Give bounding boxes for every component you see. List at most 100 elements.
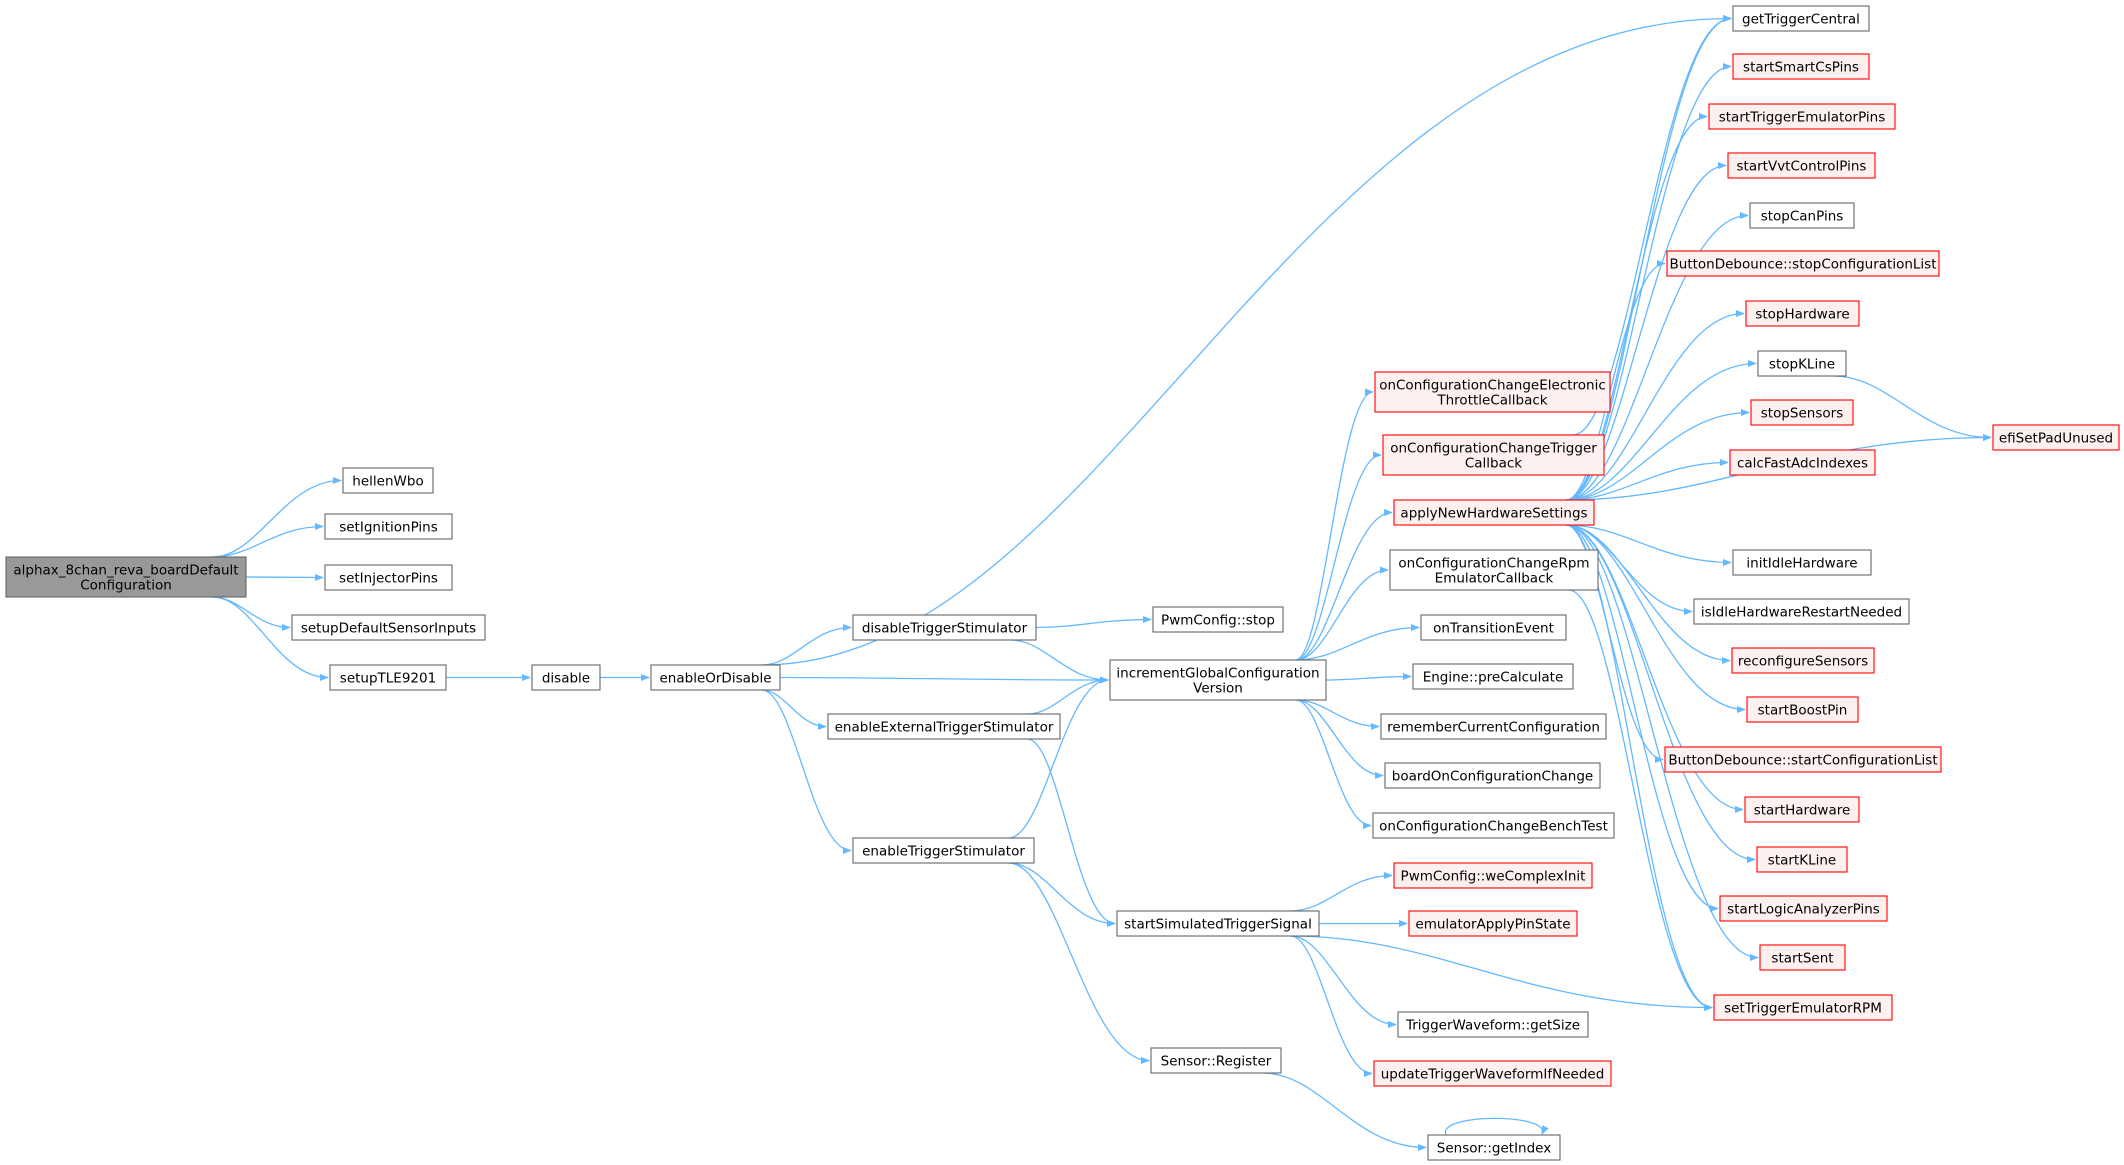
edge-applyNewHardwareSettings-to-startSent [1565, 524, 1759, 962]
node-onConfigurationChangeBenchTest-label-0: onConfigurationChangeBenchTest [1379, 819, 1608, 835]
node-rememberCurrentConfiguration[interactable]: rememberCurrentConfiguration [1380, 713, 1607, 740]
node-calcFastAdcIndexes-label-0: calcFastAdcIndexes [1737, 456, 1868, 472]
node-boardOnConfigurationChange[interactable]: boardOnConfigurationChange [1384, 762, 1601, 789]
node-startBoostPin-box [1746, 696, 1859, 723]
node-setupTLE9201[interactable]: setupTLE9201 [329, 664, 447, 691]
node-enableOrDisable-box [650, 664, 781, 691]
node-hellenWbo[interactable]: hellenWbo [342, 467, 434, 494]
edge-enableOrDisable-to-enableTriggerStimulator [761, 689, 852, 855]
node-buttonStartConfigurationList-box [1664, 746, 1942, 773]
edge-applyNewHardwareSettings-to-startVvtControlPins [1565, 161, 1727, 501]
node-reconfigureSensors[interactable]: reconfigureSensors [1731, 647, 1875, 674]
node-isIdleHardwareRestartNeeded[interactable]: isIdleHardwareRestartNeeded [1693, 598, 1910, 625]
node-triggerWaveformGetSize[interactable]: TriggerWaveform::getSize [1397, 1011, 1589, 1038]
edge-incrementGlobalConfigurationVersion-to-onConfigurationChangeTriggerCallback [1295, 451, 1382, 661]
node-applyNewHardwareSettings[interactable]: applyNewHardwareSettings [1393, 499, 1595, 526]
node-getTriggerCentral[interactable]: getTriggerCentral [1732, 5, 1870, 32]
node-emulatorApplyPinState[interactable]: emulatorApplyPinState [1408, 910, 1578, 937]
node-startHardware[interactable]: startHardware [1744, 796, 1860, 823]
node-sensorGetIndex[interactable]: Sensor::getIndex [1427, 1134, 1561, 1161]
node-startLogicAnalyzerPins[interactable]: startLogicAnalyzerPins [1719, 895, 1888, 922]
node-root-box [5, 556, 247, 598]
node-root: alphax_8chan_reva_boardDefaultConfigurat… [5, 556, 247, 598]
edge-incrementGlobalConfigurationVersion-to-onConfigurationChangeElectronicThrottleCallback [1295, 388, 1374, 661]
node-onConfigurationChangeTriggerCallback-box [1382, 434, 1605, 476]
node-onTransitionEvent-label-0: onTransitionEvent [1433, 621, 1554, 637]
node-setupDefaultSensorInputs-box [291, 614, 486, 641]
node-setTriggerEmulatorRPM-label-0: setTriggerEmulatorRPM [1724, 1001, 1882, 1017]
node-emulatorApplyPinState-box [1408, 910, 1578, 937]
node-setTriggerEmulatorRPM[interactable]: setTriggerEmulatorRPM [1713, 994, 1893, 1021]
node-getTriggerCentral-box [1732, 5, 1870, 32]
node-startLogicAnalyzerPins-label-0: startLogicAnalyzerPins [1727, 902, 1880, 918]
node-startLogicAnalyzerPins-box [1719, 895, 1888, 922]
node-startSimulatedTriggerSignal[interactable]: startSimulatedTriggerSignal [1116, 910, 1320, 937]
node-updateTriggerWaveformIfNeeded[interactable]: updateTriggerWaveformIfNeeded [1373, 1060, 1612, 1087]
node-onConfigurationChangeElectronicThrottleCallback-label-0: onConfigurationChangeElectronic [1379, 378, 1606, 394]
edge-incrementGlobalConfigurationVersion-to-onTransitionEvent [1295, 623, 1420, 661]
node-startSmartCsPins-label-0: startSmartCsPins [1743, 60, 1859, 76]
call-nodes: alphax_8chan_reva_boardDefaultConfigurat… [5, 5, 2120, 1161]
edge-incrementGlobalConfigurationVersion-to-boardOnConfigurationChange [1295, 699, 1384, 780]
node-onConfigurationChangeBenchTest[interactable]: onConfigurationChangeBenchTest [1372, 812, 1615, 839]
node-startSmartCsPins[interactable]: startSmartCsPins [1732, 53, 1870, 80]
edge-stopKLine-to-efiSetPadUnused [1833, 375, 1992, 442]
node-startKLine-label-0: startKLine [1768, 853, 1836, 869]
node-sensorRegister[interactable]: Sensor::Register [1150, 1047, 1282, 1074]
node-startKLine[interactable]: startKLine [1756, 846, 1848, 873]
node-triggerWaveformGetSize-label-0: TriggerWaveform::getSize [1405, 1018, 1580, 1034]
node-startSent[interactable]: startSent [1759, 944, 1846, 971]
node-stopHardware[interactable]: stopHardware [1745, 300, 1860, 327]
node-pwmWeComplexInit[interactable]: PwmConfig::weComplexInit [1393, 862, 1593, 889]
edge-sensorRegister-to-sensorGetIndex [1262, 1072, 1427, 1152]
node-sensorRegister-box [1150, 1047, 1282, 1074]
node-setIgnitionPins[interactable]: setIgnitionPins [324, 513, 453, 540]
node-buttonStopConfigurationList-label-0: ButtonDebounce::stopConfigurationList [1670, 257, 1937, 273]
node-onConfigurationChangeElectronicThrottleCallback-label-1: ThrottleCallback [1436, 393, 1547, 409]
node-enableOrDisable[interactable]: enableOrDisable [650, 664, 781, 691]
node-disableTriggerStimulator[interactable]: disableTriggerStimulator [852, 614, 1037, 641]
node-enginePreCalculate[interactable]: Engine::preCalculate [1412, 663, 1574, 690]
node-startTriggerEmulatorPins[interactable]: startTriggerEmulatorPins [1708, 103, 1896, 130]
node-initIdleHardware[interactable]: initIdleHardware [1732, 549, 1872, 576]
node-enableExternalTriggerStimulator[interactable]: enableExternalTriggerStimulator [827, 713, 1061, 740]
node-onConfigurationChangeElectronicThrottleCallback[interactable]: onConfigurationChangeElectronicThrottleC… [1374, 371, 1611, 413]
edge-incrementGlobalConfigurationVersion-to-enginePreCalculate [1325, 672, 1412, 681]
node-setInjectorPins[interactable]: setInjectorPins [324, 564, 453, 591]
node-updateTriggerWaveformIfNeeded-box [1373, 1060, 1612, 1087]
node-startVvtControlPins[interactable]: startVvtControlPins [1727, 152, 1876, 179]
node-onTransitionEvent[interactable]: onTransitionEvent [1420, 614, 1567, 641]
node-disableTriggerStimulator-label-0: disableTriggerStimulator [862, 621, 1028, 637]
edge-enableOrDisable-to-incrementGlobalConfigurationVersion [779, 676, 1109, 684]
node-stopSensors[interactable]: stopSensors [1750, 399, 1854, 426]
node-startSimulatedTriggerSignal-box [1116, 910, 1320, 937]
node-efiSetPadUnused[interactable]: efiSetPadUnused [1992, 424, 2120, 451]
node-buttonStartConfigurationList[interactable]: ButtonDebounce::startConfigurationList [1664, 746, 1942, 773]
edge-applyNewHardwareSettings-to-reconfigureSensors [1565, 524, 1731, 665]
node-buttonStopConfigurationList[interactable]: ButtonDebounce::stopConfigurationList [1666, 250, 1940, 277]
node-enableTriggerStimulator[interactable]: enableTriggerStimulator [852, 837, 1035, 864]
node-setupDefaultSensorInputs[interactable]: setupDefaultSensorInputs [291, 614, 486, 641]
edge-root-to-setupTLE9201 [212, 596, 329, 682]
edge-incrementGlobalConfigurationVersion-to-onConfigurationChangeBenchTest [1295, 699, 1372, 830]
node-onConfigurationChangeTriggerCallback-label-1: Callback [1465, 456, 1522, 472]
edge-startSimulatedTriggerSignal-to-pwmWeComplexInit [1290, 871, 1393, 912]
edge-applyNewHardwareSettings-to-initIdleHardware [1565, 524, 1732, 567]
node-pwmStop[interactable]: PwmConfig::stop [1152, 606, 1284, 633]
node-startTriggerEmulatorPins-box [1708, 103, 1896, 130]
node-stopCanPins[interactable]: stopCanPins [1749, 202, 1855, 229]
node-calcFastAdcIndexes[interactable]: calcFastAdcIndexes [1729, 449, 1876, 476]
node-enableExternalTriggerStimulator-label-0: enableExternalTriggerStimulator [835, 720, 1054, 736]
node-sensorGetIndex-label-0: Sensor::getIndex [1437, 1141, 1551, 1157]
edge-applyNewHardwareSettings-to-startTriggerEmulatorPins [1565, 112, 1708, 501]
node-startBoostPin[interactable]: startBoostPin [1746, 696, 1859, 723]
node-disable[interactable]: disable [531, 664, 601, 691]
node-boardOnConfigurationChange-label-0: boardOnConfigurationChange [1392, 769, 1593, 785]
node-stopKLine[interactable]: stopKLine [1757, 350, 1847, 377]
node-stopKLine-box [1757, 350, 1847, 377]
edge-applyNewHardwareSettings-to-startLogicAnalyzerPins [1565, 524, 1719, 913]
